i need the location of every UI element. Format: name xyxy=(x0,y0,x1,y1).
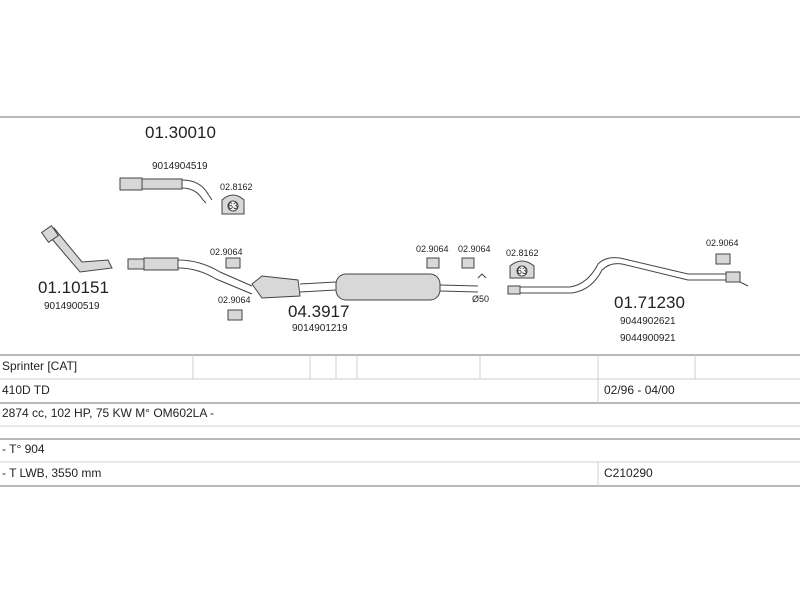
clamp-number-label: 02.9064 xyxy=(458,244,491,254)
clamp-02-8162-lower: 63 xyxy=(509,260,535,279)
clamp-size-label: 63 xyxy=(517,266,527,276)
catalyst-section xyxy=(127,257,479,301)
clamp-number-label: 02.8162 xyxy=(220,182,253,192)
middle-silencer xyxy=(335,273,441,301)
clamp-02-8162-upper: 63 xyxy=(221,194,245,215)
front-pipe-upper-flex xyxy=(141,178,183,190)
front-pipe-lower xyxy=(40,224,113,273)
front-pipe-upper-tube xyxy=(181,179,213,201)
clamp-02-9064-c xyxy=(426,257,440,269)
oe-number-9014901219: 9014901219 xyxy=(292,323,348,334)
oe-number-9014900519: 9014900519 xyxy=(44,301,100,312)
part-number-04-3917: 04.3917 xyxy=(288,302,349,321)
part-number-01-10151: 01.10151 xyxy=(38,278,109,297)
front-pipe-upper xyxy=(119,177,213,204)
clamp-02-9064-e xyxy=(715,253,731,265)
clamp-02-9064-d xyxy=(461,257,475,269)
clamp-number-label: 02.9064 xyxy=(416,244,449,254)
oe-number-9014904519: 9014904519 xyxy=(152,161,208,172)
oe-number-9044900921: 9044900921 xyxy=(620,333,676,344)
tail-pipe-end xyxy=(725,271,741,283)
clamp-size-label: 63 xyxy=(228,201,238,211)
rear-section xyxy=(507,257,749,295)
part-number-01-30010: 01.30010 xyxy=(145,123,216,142)
catalytic-converter xyxy=(251,275,301,299)
part-number-01-71230: 01.71230 xyxy=(614,293,685,312)
clamp-number-label: 02.9064 xyxy=(706,238,739,248)
clamp-02-9064-b xyxy=(227,309,243,321)
clamp-number-label: 02.9064 xyxy=(218,295,251,305)
spec-table-grid xyxy=(0,354,800,487)
pipe-diameter-label: Ø50 xyxy=(472,294,489,304)
oe-number-9044902621: 9044902621 xyxy=(620,316,676,327)
clamp-02-9064-a xyxy=(225,257,241,269)
clamp-number-label: 02.9064 xyxy=(210,247,243,257)
clamp-number-label: 02.8162 xyxy=(506,248,539,258)
front-pipe-upper-flange xyxy=(119,177,143,191)
